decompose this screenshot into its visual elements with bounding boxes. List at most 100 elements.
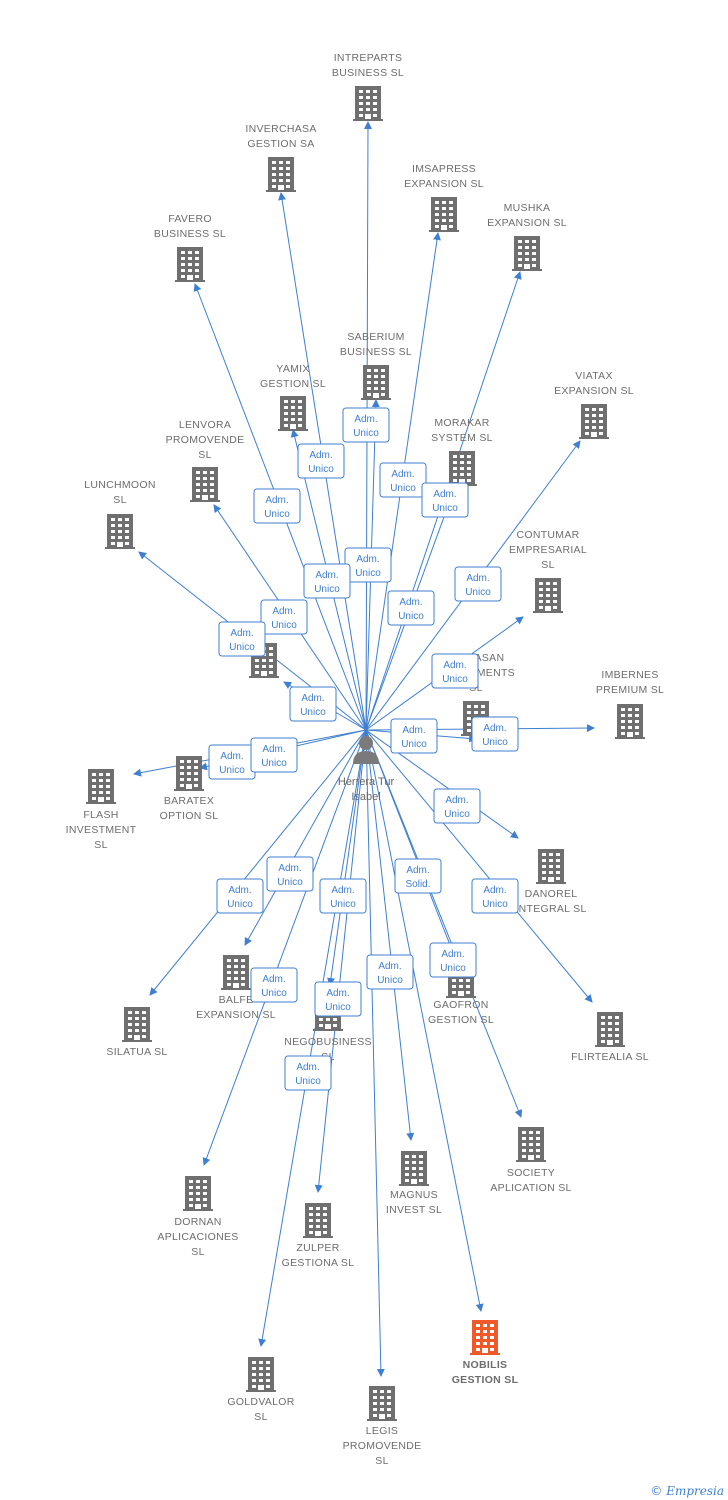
role-label-line: Unico: [261, 758, 287, 769]
company-label-line: SL: [113, 494, 126, 506]
role-label: Adm.Unico: [366, 954, 414, 990]
edge-silatua: [149, 729, 367, 996]
role-label: Adm.Unico: [319, 878, 367, 914]
company-label-line: SL: [375, 1455, 388, 1467]
company-node-flirtealia[interactable]: FLIRTEALIA SL: [571, 1012, 649, 1063]
role-label-line: Unico: [390, 483, 416, 494]
role-label-line: Unico: [277, 877, 303, 888]
company-label-line: GESTION SL: [428, 1014, 494, 1026]
company-label-line: IMBERNES: [601, 669, 658, 681]
role-label: Adm. Solid.: [394, 858, 442, 894]
company-label-line: LENVORA: [179, 419, 231, 431]
role-label-line: Adm.: [402, 725, 425, 736]
role-label-line: Unico: [227, 899, 253, 910]
role-label-line: Adm.: [262, 744, 285, 755]
person-icon: [353, 736, 379, 764]
footer-brand[interactable]: © Empresia: [650, 1484, 724, 1498]
role-label-line: Unico: [482, 899, 508, 910]
role-label-line: Adm.: [301, 693, 324, 704]
company-label-line: SL: [191, 1246, 204, 1258]
company-node-baratex[interactable]: BARATEX OPTION SL: [160, 756, 219, 822]
building-icon: [536, 849, 566, 884]
company-label-line: SL: [198, 449, 211, 461]
brand-logo-text: Empresia: [666, 1484, 724, 1498]
role-label-line: Adm.: [406, 865, 429, 876]
company-label-line: DORNAN: [174, 1216, 221, 1228]
role-label-line: Adm.: [483, 885, 506, 896]
role-label-line: Adm.: [331, 885, 354, 896]
role-label-line: Unico: [432, 503, 458, 514]
building-icon: [595, 1012, 625, 1047]
role-label: Adm.Unico: [314, 981, 362, 1017]
company-node-silatua[interactable]: SILATUA SL: [106, 1007, 167, 1058]
company-node-lunchmoon[interactable]: LUNCHMOON SL: [84, 479, 156, 549]
company-label-line: OPTION SL: [160, 810, 219, 822]
role-label: Adm.Unico: [216, 878, 264, 914]
building-icon: [447, 451, 477, 486]
role-label-line: Adm.: [230, 628, 253, 639]
role-label: Adm.Unico: [253, 488, 301, 524]
building-icon: [399, 1151, 429, 1186]
building-icon: [533, 578, 563, 613]
role-label-line: Solid.: [405, 879, 430, 890]
company-node-gaofron[interactable]: GAOFRON GESTION SL: [428, 963, 494, 1026]
company-label-line: GESTION SA: [247, 138, 314, 150]
role-label: Adm.Unico: [289, 686, 337, 722]
role-label-line: Unico: [442, 674, 468, 685]
role-label: Adm.Unico: [390, 718, 438, 754]
company-label-line: DANOREL: [525, 888, 578, 900]
role-label-line: Adm.: [296, 1062, 319, 1073]
role-label-line: Unico: [308, 464, 334, 475]
role-label-line: Adm.: [391, 469, 414, 480]
company-label-line: NOBILIS: [463, 1359, 508, 1371]
building-icon: [221, 955, 251, 990]
building-icon: [190, 467, 220, 502]
company-label-line: GAOFRON: [433, 999, 488, 1011]
role-label-line: Adm.: [356, 554, 379, 565]
edge-nobilis: [365, 729, 484, 1312]
company-label-line: BUSINESS SL: [340, 346, 412, 358]
role-label-line: Unico: [398, 611, 424, 622]
role-label: Adm.Unico: [344, 547, 392, 583]
role-label: Adm.Unico: [297, 443, 345, 479]
company-label-line: FAVERO: [168, 213, 212, 225]
company-label-line: LUNCHMOON: [84, 479, 156, 491]
role-label-line: Unico: [295, 1076, 321, 1087]
role-label-line: Adm.: [354, 414, 377, 425]
company-label-line: LEGIS: [366, 1425, 398, 1437]
role-label-line: Unico: [325, 1002, 351, 1013]
edge-zulper: [314, 729, 367, 1193]
copyright-symbol: ©: [650, 1484, 663, 1498]
role-label-line: Adm.: [220, 751, 243, 762]
role-label-line: Adm.: [315, 570, 338, 581]
role-label-line: Unico: [264, 509, 290, 520]
role-label: Adm.Unico: [208, 744, 256, 780]
company-label-line: BARATEX: [164, 795, 214, 807]
company-label-line: EXPANSION SL: [487, 217, 567, 229]
building-icon: [470, 1320, 500, 1355]
